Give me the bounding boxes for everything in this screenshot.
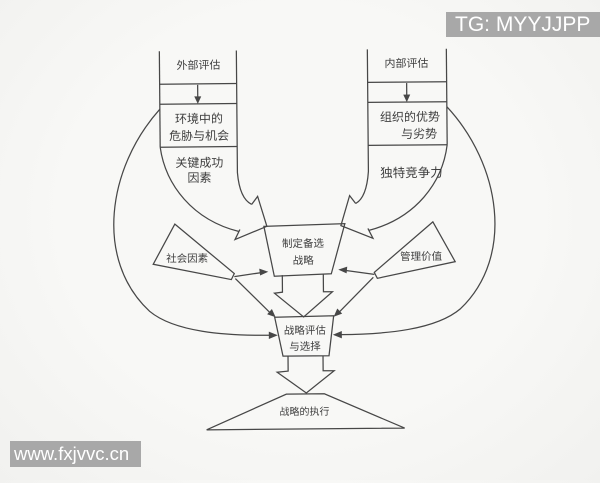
left-column-mini-arrowhead	[194, 96, 201, 104]
left-long-arc-arrowhead	[269, 331, 278, 338]
right-long-arc-arrowhead	[333, 331, 342, 338]
social-to-evaluation-line	[235, 278, 270, 313]
right-funnel-arrowhead	[341, 195, 373, 238]
external-assessment-label: 外部评估	[176, 58, 220, 72]
evaluation-label-line2: 与选择	[289, 340, 321, 353]
formulate-strategies-label-line1: 制定备选	[282, 237, 325, 250]
environment-threats-label-line1: 环境中的	[175, 111, 223, 126]
left-column-divider-3	[160, 147, 237, 148]
formulate-strategies-label-line2: 战略	[293, 254, 315, 267]
right-column-divider-2	[368, 102, 447, 103]
execution-label: 战略的执行	[279, 405, 329, 418]
right-funnel-outer-curve	[368, 145, 448, 231]
right-column-mini-arrowhead	[403, 95, 410, 103]
org-strengths-label-line2: 与劣势	[401, 127, 437, 141]
management-values-triangle	[374, 222, 455, 279]
right-column-inner-line	[354, 49, 368, 203]
left-column-inner-line	[236, 50, 251, 204]
left-column-divider-1	[160, 84, 237, 85]
left-column-outer-line	[159, 51, 160, 147]
org-strengths-label-line1: 组织的优势	[380, 109, 440, 125]
environment-threats-label-line2: 危胁与机会	[169, 128, 229, 144]
social-to-center-line	[234, 272, 263, 276]
social-to-center-arrowhead	[259, 269, 268, 276]
right-column-divider-3	[368, 145, 447, 146]
values-to-center-arrowhead	[338, 267, 347, 274]
social-factors-label: 社会因素	[166, 252, 208, 265]
values-to-evaluation-line	[338, 277, 373, 312]
upper-block-arrow	[274, 274, 332, 318]
internal-assessment-label: 内部评估	[384, 56, 428, 70]
social-factors-triangle	[153, 224, 234, 281]
management-values-label: 管理价值	[400, 250, 443, 263]
left-column-divider-2	[160, 104, 237, 105]
right-column-divider-1	[368, 82, 447, 83]
distinctive-competence-label: 独特竞争力	[380, 165, 443, 181]
right-column-outer-line	[446, 49, 447, 145]
left-funnel-arrowhead	[235, 196, 267, 239]
values-to-center-line	[343, 270, 374, 275]
key-success-label-line2: 因素	[187, 171, 211, 185]
key-success-label-line1: 关键成功	[175, 156, 223, 170]
evaluation-label-line1: 战略评估	[284, 324, 327, 337]
lower-block-arrow	[277, 356, 334, 393]
